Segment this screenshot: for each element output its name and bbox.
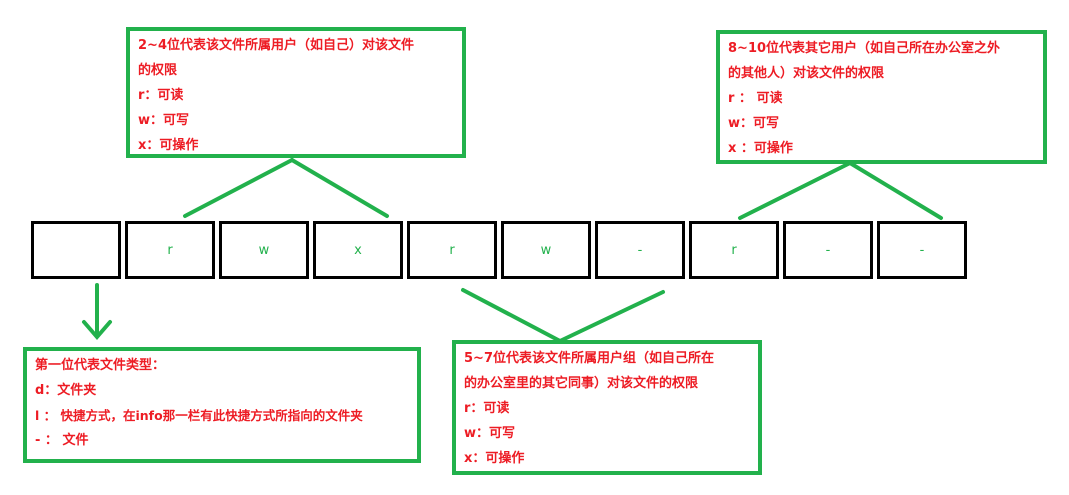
others-write: w：可写 — [728, 116, 780, 131]
owner-title-line1: 2~4位代表该文件所属用户（如自己）对该文件 — [138, 38, 414, 53]
others-title-line2: 的其他人）对该文件的权限 — [728, 66, 885, 81]
type-arrow-head — [82, 320, 112, 341]
others-read: r ： 可读 — [728, 91, 783, 106]
cell-4-owner-execute: x — [313, 221, 403, 279]
group-title-line2: 的办公室里的其它同事）对该文件的权限 — [464, 376, 699, 391]
type-directory: d：文件夹 — [35, 383, 97, 398]
group-connector-left — [461, 288, 562, 343]
cell-1-type — [31, 221, 121, 279]
owner-connector-right — [290, 158, 389, 218]
owner-connector-left — [183, 158, 294, 218]
cell-8-others-read: r — [689, 221, 779, 279]
owner-execute: x：可操作 — [138, 138, 199, 153]
others-connector-right — [848, 161, 943, 220]
cell-10-others-execute: - — [877, 221, 967, 279]
cell-5-group-read: r — [407, 221, 497, 279]
owner-read: r：可读 — [138, 88, 184, 103]
owner-write: w：可写 — [138, 113, 190, 128]
owner-title-line2: 的权限 — [138, 63, 178, 78]
group-execute: x：可操作 — [464, 451, 525, 466]
cell-9-others-write: - — [783, 221, 873, 279]
cell-2-owner-read: r — [125, 221, 215, 279]
type-title: 第一位代表文件类型： — [35, 358, 166, 373]
cell-7-group-execute: - — [595, 221, 685, 279]
type-link: l ： 快捷方式，在info那一栏有此快捷方式所指向的文件夹 — [35, 408, 363, 423]
others-title-line1: 8~10位代表其它用户（如自己所在办公室之外 — [728, 41, 1001, 56]
group-write: w：可写 — [464, 426, 516, 441]
type-file: - ： 文件 — [35, 433, 89, 448]
cell-3-owner-write: w — [219, 221, 309, 279]
group-title-line1: 5~7位代表该文件所属用户组（如自己所在 — [464, 351, 714, 366]
owner-permission-box: 2~4位代表该文件所属用户（如自己）对该文件 的权限 r：可读 w：可写 x：可… — [126, 27, 466, 158]
others-execute: x ：可操作 — [728, 141, 793, 156]
cell-6-group-write: w — [501, 221, 591, 279]
file-type-box: 第一位代表文件类型： d：文件夹 l ： 快捷方式，在info那一栏有此快捷方式… — [23, 347, 421, 463]
others-connector-left — [738, 161, 852, 220]
group-read: r：可读 — [464, 401, 510, 416]
group-connector-right — [558, 290, 665, 343]
group-permission-box: 5~7位代表该文件所属用户组（如自己所在 的办公室里的其它同事）对该文件的权限 … — [452, 340, 762, 475]
others-permission-box: 8~10位代表其它用户（如自己所在办公室之外 的其他人）对该文件的权限 r ： … — [716, 30, 1047, 164]
permission-string: r w x r w - r - - — [31, 221, 971, 279]
